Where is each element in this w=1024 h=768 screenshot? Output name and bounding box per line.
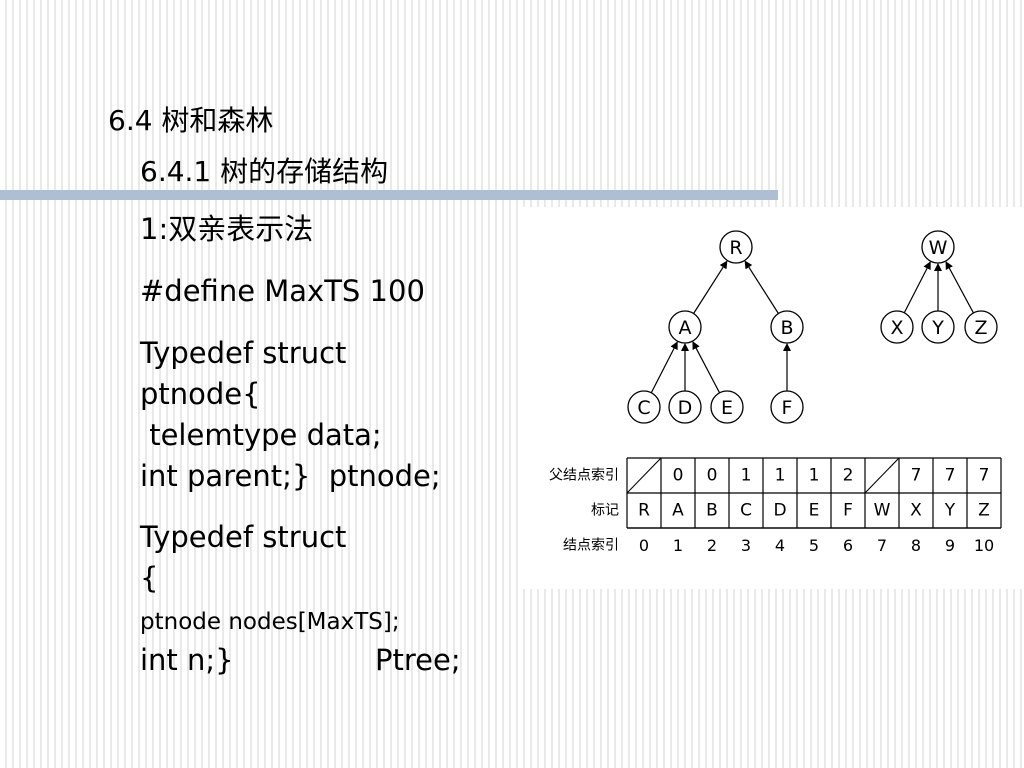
table-parent-cell: 7 — [911, 466, 922, 486]
table-index-cell: 7 — [877, 536, 887, 555]
table-mark-cell: B — [706, 501, 718, 521]
tree-node-Y — [921, 310, 955, 344]
table-index-cell: 8 — [911, 536, 921, 555]
subsection-title: 6.4.1 树的存储结构 — [140, 155, 389, 188]
tree-node-Z — [964, 310, 998, 344]
table-parent-cell: 1 — [741, 466, 752, 486]
struct2-line1: Typedef struct — [140, 520, 347, 554]
tree-node-label-D: D — [678, 397, 693, 419]
tree-node-W — [921, 230, 955, 264]
table-mark-cell: W — [874, 501, 891, 521]
tree-node-label-X: X — [890, 317, 903, 339]
tree-node-label-R: R — [729, 237, 742, 259]
tree-node-X — [880, 310, 914, 344]
edge-X-to-W — [903, 261, 931, 314]
table-parent-cell: 0 — [707, 466, 718, 486]
edge-Z-to-W — [945, 261, 974, 314]
tree-node-label-F: F — [782, 397, 793, 419]
edge-C-to-A — [650, 341, 678, 394]
table-mark-cell: D — [773, 501, 786, 521]
table-empty-parent-slash — [626, 457, 662, 494]
table-index-cell: 0 — [639, 536, 649, 555]
edge-E-to-A — [692, 341, 721, 394]
table-mark-cell: E — [809, 501, 820, 521]
edge-A-to-R — [693, 260, 728, 314]
table-mark-cell: F — [843, 501, 853, 521]
struct2-line2: { — [140, 561, 159, 595]
table-index-cell: 2 — [707, 536, 717, 555]
struct1-line3: telemtype data; — [140, 418, 382, 452]
tree-node-label-C: C — [637, 397, 650, 419]
method-title: 1:双亲表示法 — [140, 212, 314, 246]
table-empty-parent-slash — [864, 457, 900, 494]
table-parent-cell: 1 — [809, 466, 820, 486]
tree-node-A — [668, 310, 702, 344]
tree-node-C — [627, 390, 661, 424]
table-index-cell: 6 — [843, 536, 853, 555]
table-parent-cell: 7 — [979, 466, 990, 486]
table-mark-cell: R — [638, 501, 650, 521]
struct1-line2: ptnode{ — [140, 377, 261, 411]
table-row-label-1: 标记 — [591, 503, 619, 519]
tree-node-label-A: A — [679, 317, 692, 339]
table-index-cell: 5 — [809, 536, 819, 555]
table-row-label-0: 父结点索引 — [549, 467, 619, 484]
table-parent-cell: 0 — [673, 466, 684, 486]
tree-node-D — [668, 390, 702, 424]
struct1-line1: Typedef struct — [140, 336, 347, 370]
define-line: #define MaxTS 100 — [140, 274, 425, 308]
table-parent-cell: 1 — [775, 466, 786, 486]
struct1-line4: int parent;} ptnode; — [140, 459, 441, 493]
struct2-line4-left: int n;} — [140, 643, 234, 677]
table-mark-cell: A — [672, 501, 684, 521]
table-parent-cell: 2 — [843, 466, 854, 486]
table-mark-cell: Y — [944, 501, 956, 521]
table-mark-cell: Z — [978, 501, 990, 521]
edge-B-to-R — [744, 260, 779, 314]
table-row-label-2: 结点索引 — [563, 537, 619, 554]
table-mark-cell: C — [740, 501, 752, 521]
tree-node-E — [710, 390, 744, 424]
table-index-cell: 3 — [741, 536, 751, 555]
tree-node-label-Y: Y — [931, 317, 944, 339]
table-index-cell: 1 — [673, 536, 683, 555]
struct2-line3: ptnode nodes[MaxTS]; — [140, 609, 400, 635]
table-mark-cell: X — [910, 501, 922, 521]
table-index-cell: 9 — [945, 536, 955, 555]
header-divider — [0, 190, 778, 200]
tree-node-label-E: E — [721, 397, 733, 419]
tree-node-B — [770, 310, 804, 344]
tree-node-R — [719, 230, 753, 264]
tree-node-F — [770, 390, 804, 424]
table-index-cell: 10 — [974, 536, 994, 555]
section-title: 6.4 树和森林 — [108, 104, 274, 137]
table-index-cell: 4 — [775, 536, 785, 555]
tree-node-label-W: W — [929, 237, 948, 259]
tree-node-label-B: B — [780, 317, 793, 339]
struct2-line4-right: Ptree; — [375, 643, 461, 677]
tree-node-label-Z: Z — [974, 317, 987, 339]
table-parent-cell: 7 — [945, 466, 956, 486]
